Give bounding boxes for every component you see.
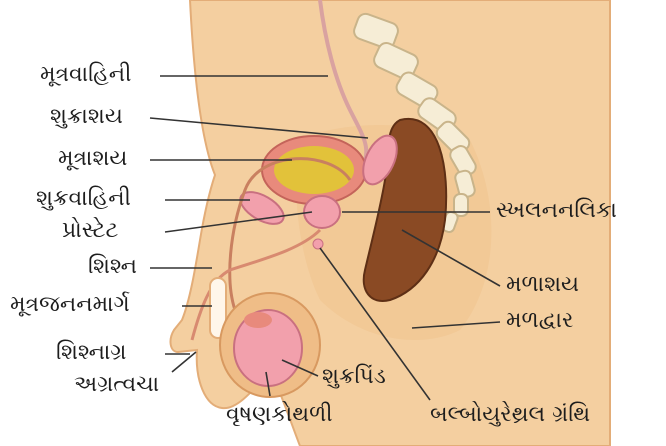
label-vas-deferens: શુક્રવાહિની xyxy=(36,186,131,212)
label-rectum: મળાશય xyxy=(506,272,579,298)
label-ureter: મૂત્રવાહિની xyxy=(40,62,131,88)
label-penis: શિશ્ન xyxy=(88,254,137,280)
label-testis: શુક્રપિંડ xyxy=(322,364,386,390)
label-bulbourethral-gland: બલ્બોયુરેથ્રલ ગ્રંથિ xyxy=(430,402,590,428)
label-foreskin: અગ્રત્વચા xyxy=(74,372,159,398)
bulbourethral-gland xyxy=(313,239,323,249)
label-anus: મળદ્વાર xyxy=(506,308,573,334)
label-urethra: મૂત્રજનનમાર્ગ xyxy=(10,292,130,318)
label-prostate: પ્રોસ્ટેટ xyxy=(62,218,118,244)
epididymis xyxy=(244,312,272,328)
label-ejaculatory-duct: સ્ખલનનલિકા xyxy=(496,198,617,224)
label-bladder: મૂત્રાશય xyxy=(58,146,127,172)
label-seminal-vesicle: શુક્રાશય xyxy=(50,104,123,130)
label-scrotum: વૃષણકોથળી xyxy=(226,402,333,428)
label-glans: શિશ્નાગ્ર xyxy=(56,340,127,366)
